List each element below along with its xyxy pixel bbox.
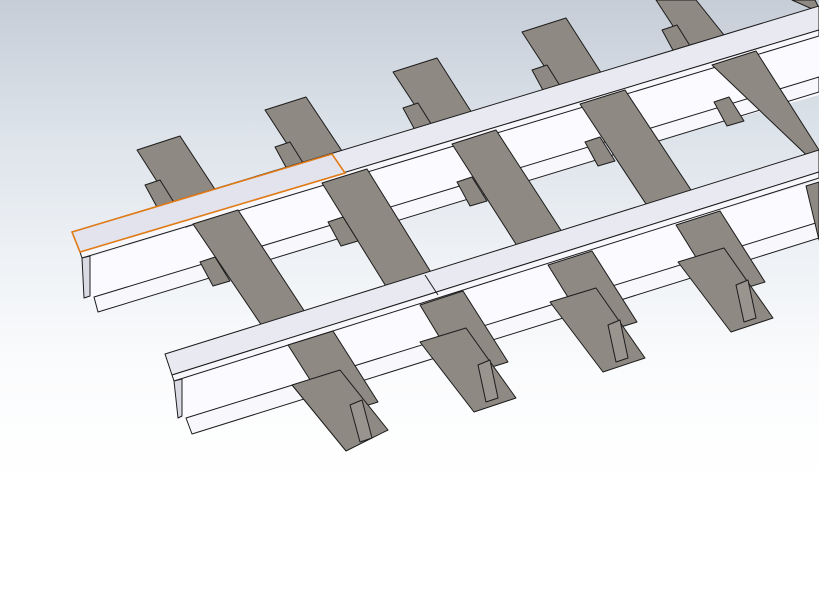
joist-5c[interactable] [805,181,819,241]
beam-1-web [88,32,819,300]
joist-2c-lower[interactable] [419,327,517,413]
joist-2b-under[interactable] [327,216,359,247]
beam-1-selected-segment[interactable] [70,153,347,253]
joist-layer-front [287,181,819,452]
joist-layer-middle [192,50,819,327]
beam-2-top-flange-edge [171,171,819,382]
joist-1b-under[interactable] [199,256,231,287]
joist-3c-lower[interactable] [549,287,646,373]
joist-1c-web [349,399,373,443]
beam-2-segment-line [424,274,439,296]
joist-4c-web [735,279,757,323]
joist-5b[interactable] [711,50,819,168]
beam-1-end-web [81,255,91,299]
beam-1-top-flange-edge [79,29,819,259]
beam-2-top-flange [164,149,819,376]
joist-3b-under[interactable] [456,176,488,207]
beam-2-end-web [173,378,183,419]
joist-2c-web [477,359,499,403]
joist-4b-under[interactable] [584,136,616,167]
joist-5b-under[interactable] [713,96,745,127]
joist-1c-lower[interactable] [291,369,389,452]
joist-4c-lower[interactable] [677,247,774,333]
joist-3c-web [607,319,629,363]
